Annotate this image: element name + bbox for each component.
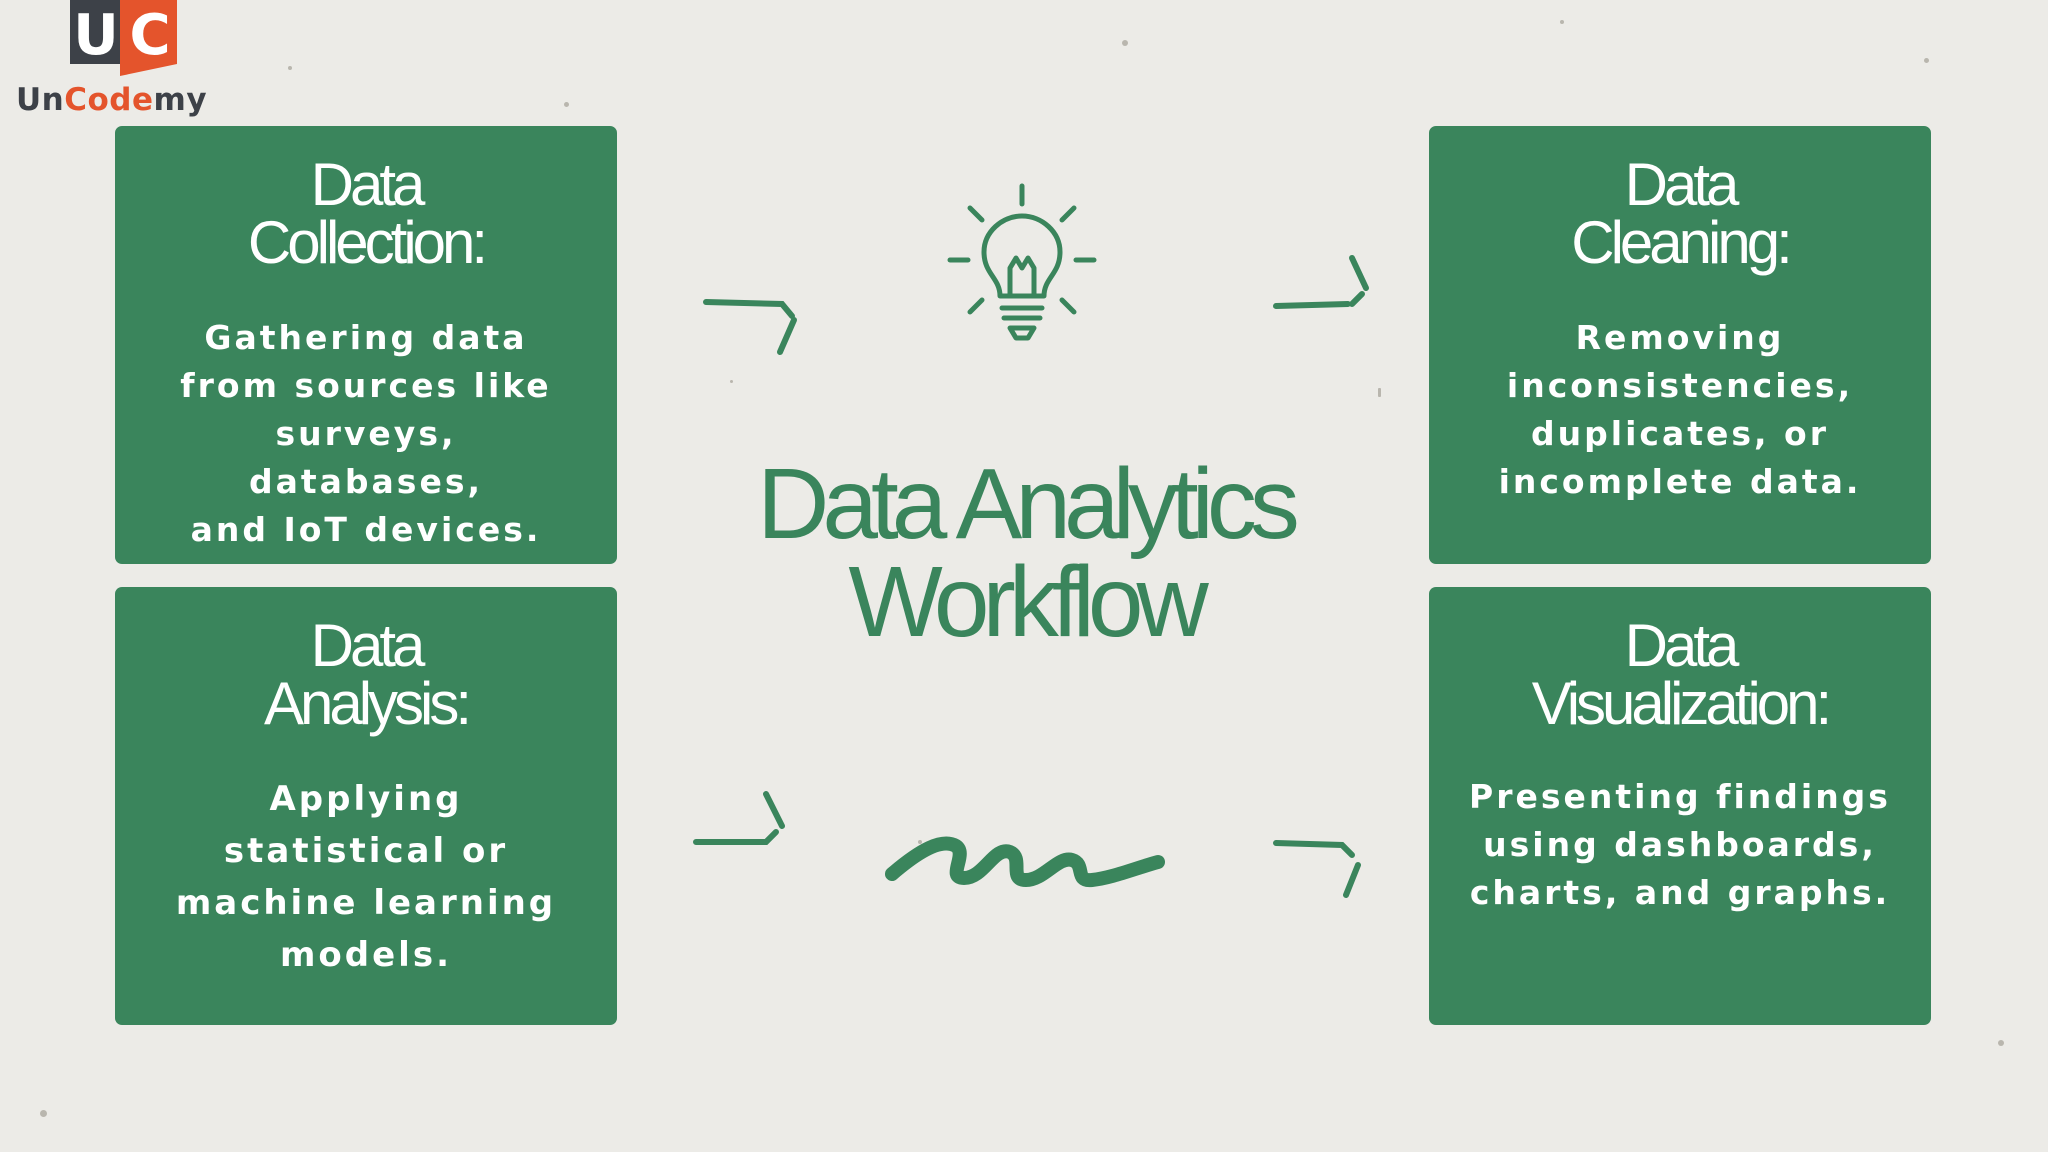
step-card-data-cleaning: Data Cleaning: Removing inconsistencies,… — [1429, 126, 1931, 564]
arrow-doodle — [1273, 840, 1361, 898]
arrow-doodle — [1273, 255, 1369, 309]
diagram-title: Data Analytics Workflow — [757, 448, 1300, 658]
zigzag-squiggle — [885, 836, 1165, 888]
step-title: Data Analysis: — [263, 612, 472, 737]
step-title: Data Collection: — [247, 151, 488, 276]
logo-name-part2: Code — [64, 82, 154, 118]
logo-mark-left: U — [73, 3, 118, 68]
step-description: Applying statistical or machine learning… — [175, 779, 557, 975]
arrow-doodle — [693, 791, 785, 845]
step-description: Presenting findings using dashboards, ch… — [1469, 777, 1891, 912]
step-description: Gathering data from sources like surveys… — [180, 318, 552, 549]
brand-logo: U C UnCodemy — [16, 0, 216, 124]
lightbulb-icon — [947, 183, 1097, 341]
logo-name-part1: Un — [16, 82, 65, 118]
logo-mark-right: C — [129, 3, 170, 68]
arrow-doodle — [703, 299, 797, 355]
step-description: Removing inconsistencies, duplicates, or… — [1498, 318, 1862, 501]
logo-wordmark: UnCodemy — [16, 82, 236, 118]
logo-name-part3: my — [153, 82, 208, 118]
step-title: Data Visualization: — [1531, 612, 1832, 737]
step-card-data-visualization: Data Visualization: Presenting findings … — [1429, 587, 1931, 1025]
step-card-data-analysis: Data Analysis: Applying statistical or m… — [115, 587, 617, 1025]
step-card-data-collection: Data Collection: Gathering data from sou… — [115, 126, 617, 564]
step-title: Data Cleaning: — [1571, 151, 1793, 276]
logo-mark: U C — [70, 0, 177, 76]
